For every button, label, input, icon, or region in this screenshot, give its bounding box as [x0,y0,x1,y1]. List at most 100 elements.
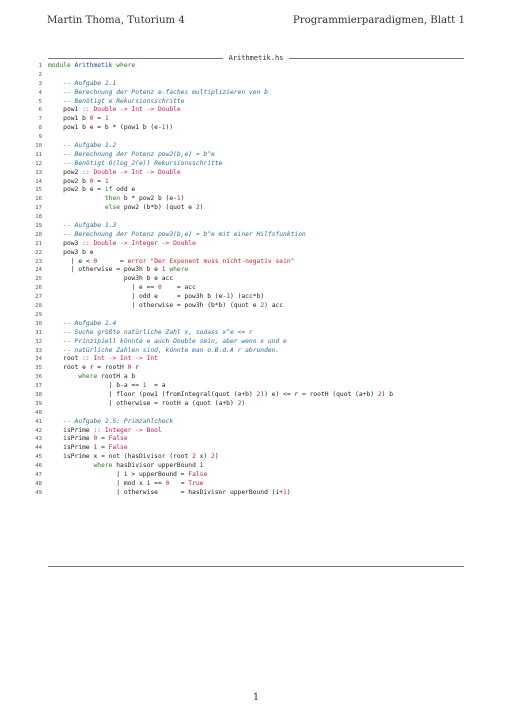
code-token: False [108,444,128,452]
code-text: then b * pow2 b (e-1) [42,195,185,204]
code-token: -- Berechnung der Potenz pow2(b,e) = b^e [48,150,215,158]
header-author: Martin Thoma, Tutorium 4 [47,15,185,26]
code-token: 0 [157,284,162,292]
code-token: hasDivisor upperBound i [112,462,204,470]
code-text: pow3 b e [42,248,94,258]
code-token: | e < [48,257,94,265]
code-text: -- Prinzipiell könnte e auch Double sein… [42,338,287,347]
line-number: 42 [35,427,42,434]
line-number: 6 [38,107,42,114]
code-token: where [112,62,136,69]
line-number: 13 [35,169,42,176]
line-number: 25 [35,276,42,283]
code-line: 34 root :: Int -> Int -> Int [28,355,468,364]
code-token: isPrime x = not (hasDivisor (root [48,453,193,461]
code-text [42,409,48,418]
code-line: 37 | b-a == 1 = a [28,382,468,391]
code-text: where rootH a b [42,373,135,382]
code-token: :: Int -> Int -> Int [82,355,158,363]
code-text: module Arithmetik where [42,62,135,71]
code-token: 1 [161,124,166,132]
code-token: ) [214,453,219,461]
code-text: | otherwise = hasDivisor upperBound (i+1… [42,488,291,498]
code-text: pow1 b 0 = 1 [42,115,109,124]
code-token: :: Double -> Integer -> Double [82,239,196,247]
code-token: ) [286,488,291,496]
code-line: 27 | odd e = pow3h b (e-1) (acc*b) [28,293,468,302]
code-text: isPrime 0 = False [42,435,127,444]
code-text: pow3h b e acc [42,275,173,284]
line-number: 27 [35,294,42,301]
line-number: 23 [35,258,42,265]
code-line: 44 isPrime 1 = False [28,444,468,453]
code-text: pow1 :: Double -> Int -> Double [42,106,181,115]
code-text: | otherwise = pow3h (b*b) (quot e 2) acc [42,302,283,311]
line-number: 44 [35,445,42,452]
page-number: 1 [252,692,260,703]
line-number: 22 [35,249,42,256]
code-token: = [93,115,105,123]
code-text [42,133,48,142]
code-token: where [93,462,113,470]
code-text: root :: Int -> Int -> Int [42,355,158,364]
code-token: 2 [192,453,196,461]
line-number: 15 [35,187,42,194]
code-line: 17 else pow2 (b*b) (quot e 2) [28,204,468,213]
line-number: 20 [35,231,42,238]
line-number: 4 [38,89,42,96]
code-token: r [131,364,140,372]
code-token: where [169,266,189,274]
code-token: -- Benötigt O(log_2(e)) Rekursionsschrit… [48,159,223,167]
code-token: 0 [89,115,94,123]
code-line: 48 | mod x i == 0 = True [28,480,468,489]
code-token: pow3 b e [48,248,94,256]
code-token: | otherwise = rootH a (quot (a+b) [48,399,238,407]
code-token: 0 [165,479,170,487]
code-text: -- Berechnung der Potenz e-faches multip… [42,89,268,98]
code-text: else pow2 (b*b) (quot e 2) [42,204,204,213]
code-token: 1 [93,444,98,452]
line-number: 32 [35,338,42,345]
code-line: 23 | e < 0 = error "Der Exponent muss ni… [28,258,468,267]
code-line: 19 -- Aufgabe 1.3 [28,222,468,231]
code-token: = [97,435,109,443]
code-line: 45 isPrime x = not (hasDivisor (root 2 x… [28,453,468,462]
code-line: 43 isPrime 0 = False [28,435,468,444]
code-line: 35 root e r = rootH 0 r [28,364,468,373]
code-token: Arithmetik [74,62,113,69]
code-token: 0 [93,435,98,443]
code-token: pow2 [48,168,83,176]
code-token: 0 [127,364,132,372]
code-token: = [97,444,109,452]
line-number: 43 [35,436,42,443]
code-token: | otherwise = pow3h (b*b) (quot e [48,302,261,310]
code-line: 5 -- Benötigt e Rekursionsschritte [28,98,468,107]
code-line: 7 pow1 b 0 = 1 [28,115,468,124]
code-line: 15 pow2 b e = if odd e [28,186,468,195]
code-token: else [104,204,121,212]
code-token: )) [165,124,174,132]
line-number: 48 [35,480,42,487]
code-token: then [104,195,121,203]
line-number: 1 [38,63,42,69]
code-token: 1 [283,488,287,496]
line-number: 34 [35,356,42,363]
code-text: -- Suche größte natürliche Zahl x, sodas… [42,329,253,338]
code-token: | i > upperBound = [48,470,189,478]
code-line: 2 [28,71,468,80]
code-token: "Der Exponent muss nicht-negativ sein" [150,257,295,265]
code-token [48,462,94,469]
code-text: -- Benötigt O(log_2(e)) Rekursionsschrit… [42,160,222,169]
code-line: 11 -- Berechnung der Potenz pow2(b,e) = … [28,151,468,160]
code-token: pow2 b e = [48,186,105,194]
line-number: 41 [35,418,42,425]
code-text: root e r = rootH 0 r [42,364,139,373]
code-line: 36 where rootH a b [28,373,468,382]
code-token: | e == [48,284,158,292]
line-number: 14 [35,178,42,185]
code-token: -- Aufgabe 1.1 [48,79,117,87]
line-number: 26 [35,285,42,292]
line-number: 28 [35,303,42,310]
code-token: 0 [93,257,98,265]
code-text: -- Berechnung der Potenz pow3(b,e) = b^e… [42,231,306,240]
